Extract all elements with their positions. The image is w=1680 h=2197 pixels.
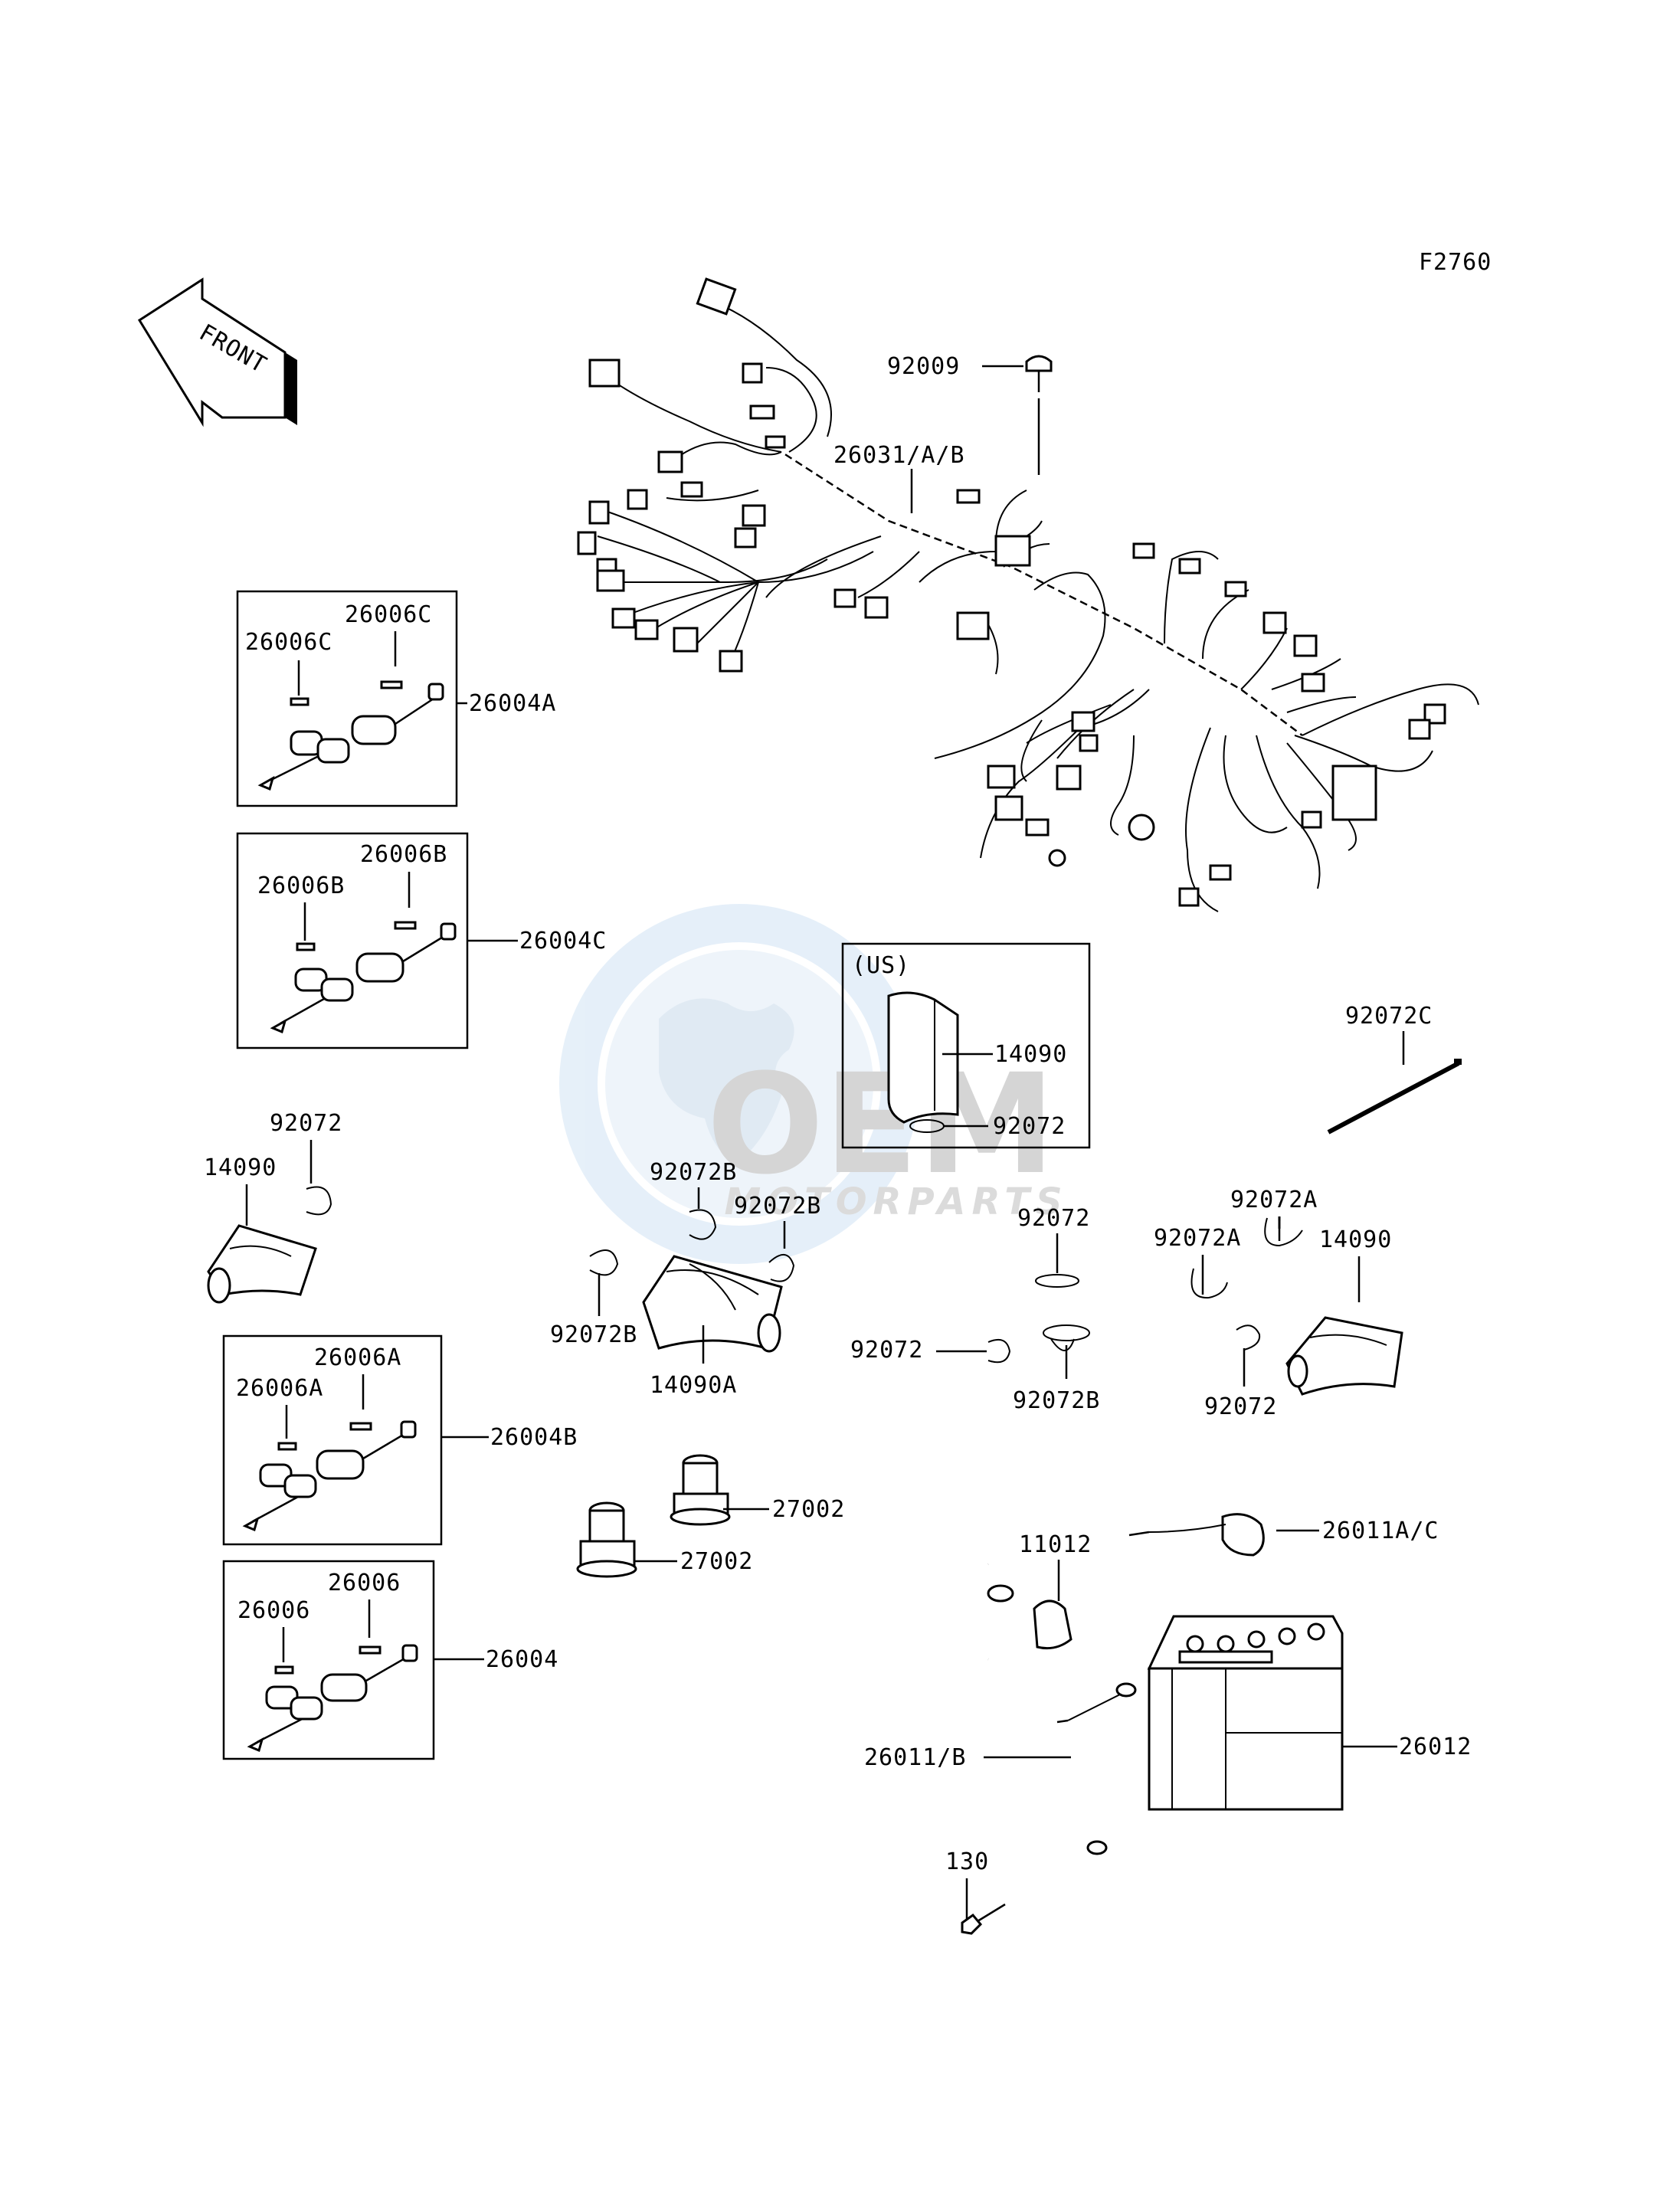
label-92009: 92009: [887, 353, 960, 380]
part-92009-screw: [1025, 355, 1053, 392]
part-26011B-ground-cable: [1056, 1682, 1137, 1855]
part-92072B-mid-clamp: [1043, 1324, 1090, 1351]
label-14090-right: 14090: [1319, 1226, 1392, 1253]
kit-box-26004B: [222, 1334, 443, 1546]
label-26004: 26004: [486, 1646, 558, 1673]
kit-box-us: [841, 942, 1091, 1149]
label-26004B: 26004B: [490, 1424, 578, 1451]
watermark: OEM MOTORPARTS: [559, 904, 1068, 1264]
part-92072B-left-clamp: [589, 1249, 619, 1276]
label-92072A-left: 92072A: [1154, 1225, 1241, 1252]
part-14090-right-cover: [1285, 1316, 1403, 1396]
label-11012: 11012: [1019, 1531, 1092, 1558]
label-92072-right: 92072: [1204, 1393, 1277, 1420]
label-26006A-left: 26006A: [236, 1375, 323, 1402]
label-27002-upper: 27002: [772, 1496, 845, 1523]
part-92072-left-clamp: [306, 1186, 332, 1216]
label-26004C: 26004C: [519, 928, 607, 954]
label-92072C: 92072C: [1345, 1003, 1433, 1030]
label-14090-us: 14090: [994, 1041, 1067, 1068]
part-11012-cap: [1033, 1599, 1073, 1650]
part-26004C: [270, 921, 457, 1034]
label-26006C-right: 26006C: [345, 601, 432, 628]
part-92072B-top-clamp: [689, 1209, 717, 1240]
part-92072A-left-clamp: [1190, 1268, 1228, 1299]
label-14090A: 14090A: [650, 1372, 737, 1399]
label-26006-left: 26006: [237, 1597, 310, 1624]
label-26004A: 26004A: [469, 690, 556, 717]
part-26011AC-cable: [951, 1513, 1265, 1662]
label-26011B: 26011/B: [864, 1744, 966, 1771]
part-27002-upper: [670, 1454, 731, 1526]
part-26004: [247, 1644, 418, 1753]
label-92072B-top: 92072B: [650, 1159, 737, 1186]
part-27002-lower: [576, 1501, 637, 1578]
label-92072A-top: 92072A: [1230, 1187, 1318, 1213]
label-26006A-right: 26006A: [314, 1344, 401, 1371]
front-arrow: FRONT: [137, 277, 297, 427]
label-92072B-mid: 92072B: [1013, 1387, 1100, 1414]
watermark-sub: MOTORPARTS: [724, 1180, 1068, 1223]
label-26006B-left: 26006B: [257, 873, 345, 899]
us-label: (US): [852, 952, 910, 979]
label-92072-us: 92072: [993, 1113, 1066, 1140]
part-92072-right-clamp: [1236, 1324, 1261, 1351]
part-92072-mid-top-clamp: [1035, 1274, 1079, 1288]
part-14090-us-cover: [887, 991, 959, 1124]
label-26006-right: 26006: [328, 1570, 401, 1596]
part-92072-mid-left-clamp: [987, 1339, 1011, 1364]
main-wiring-harness: [577, 277, 1479, 912]
kit-box-26004A: [236, 590, 458, 807]
label-26011AC: 26011A/C: [1322, 1518, 1439, 1544]
label-26006B-right: 26006B: [360, 841, 447, 868]
part-130-bolt: [961, 1903, 1006, 1935]
part-14090A-cover: [642, 1255, 783, 1353]
label-92072B-left: 92072B: [550, 1321, 637, 1348]
watermark-brand: OEM: [706, 1045, 1055, 1205]
label-92072-mid-left: 92072: [850, 1337, 923, 1364]
label-14090-left: 14090: [204, 1154, 277, 1181]
label-130: 130: [945, 1848, 989, 1875]
part-92072C-cable-tie: [1327, 1059, 1462, 1135]
label-27002-lower: 27002: [680, 1548, 753, 1575]
part-26004B: [242, 1420, 417, 1532]
part-92072A-top-clamp: [1264, 1217, 1303, 1247]
label-26012: 26012: [1399, 1734, 1472, 1760]
figure-code: F2760: [1419, 249, 1492, 276]
watermark-globe: [559, 904, 919, 1264]
label-92072-mid-top: 92072: [1017, 1205, 1090, 1232]
part-26004A: [257, 680, 444, 791]
label-92072B-right: 92072B: [734, 1193, 821, 1220]
part-14090-left-cover: [207, 1224, 317, 1304]
label-26006C-left: 26006C: [245, 629, 332, 656]
part-92072B-right-clamp: [768, 1254, 795, 1282]
part-26012-battery: [1147, 1615, 1344, 1811]
label-92072-left: 92072: [270, 1110, 342, 1137]
label-26031: 26031/A/B: [833, 442, 965, 469]
